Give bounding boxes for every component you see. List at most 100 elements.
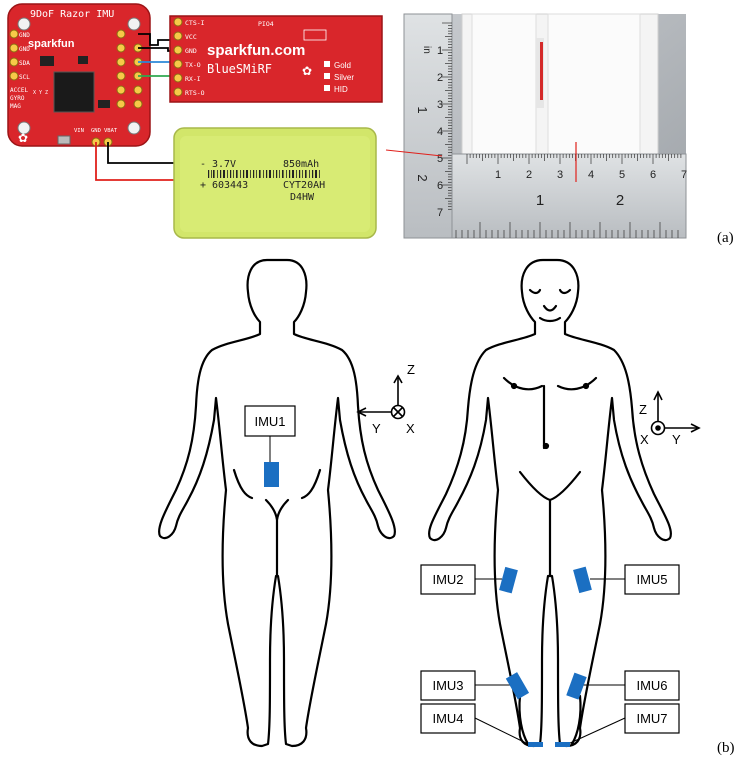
battery-sign: - xyxy=(200,159,206,170)
imu-board-brand: sparkfun xyxy=(28,38,75,50)
imu-board: 9DoF Razor IMU sparkfun GND GND SDA SCL xyxy=(7,3,151,147)
ruler-cm-label: 1 xyxy=(495,169,501,181)
battery-code: CYT20AH xyxy=(283,180,325,191)
bt-brand: sparkfun.com xyxy=(207,42,305,59)
axis-mark: Z xyxy=(45,90,48,96)
ruler-inch-label: 2 xyxy=(415,174,430,181)
ruler-cm-label: 1 xyxy=(437,45,443,57)
mcu-chip xyxy=(53,71,95,113)
imu-right-header xyxy=(116,29,143,109)
back-axis-x: X xyxy=(406,421,415,436)
sensor-label: ACCEL xyxy=(10,87,28,94)
wires-imu-battery xyxy=(95,142,176,181)
bt-option: Silver xyxy=(334,73,354,82)
imu-pin-label: SDA xyxy=(19,60,30,67)
ruler-cm-label: 3 xyxy=(437,99,443,111)
ruler-cm-label: 2 xyxy=(437,72,443,84)
bt-pin-label: VCC xyxy=(185,33,197,41)
bt-pin-label: CTS-I xyxy=(185,19,205,27)
ruler-cm-label: 4 xyxy=(437,126,443,138)
battery-model: 603443 xyxy=(212,180,248,191)
bt-pin-label: GND xyxy=(185,47,197,55)
ruler-inch-label: 1 xyxy=(415,106,430,113)
bt-pin-label: RX-I xyxy=(185,75,201,83)
imu3-marker: IMU3 xyxy=(420,670,530,701)
imu-sensor-block xyxy=(499,566,518,594)
imu2-marker: IMU2 xyxy=(420,564,518,595)
barcode xyxy=(208,170,320,178)
pio-label: PIO4 xyxy=(258,20,274,28)
imu5-marker: IMU5 xyxy=(573,564,680,595)
front-axes xyxy=(650,390,701,436)
axis-mark: Y xyxy=(39,90,42,96)
bt-product: BlueSMiRF xyxy=(207,62,272,76)
back-axis-z: Z xyxy=(407,362,415,377)
bt-pin-label: RTS-O xyxy=(185,89,205,97)
battery-sign: + xyxy=(200,180,206,191)
imu-board-title: 9DoF Razor IMU xyxy=(30,9,114,20)
ruler-inch-label: 1 xyxy=(536,192,544,209)
battery-batch: D4HW xyxy=(290,192,315,203)
ruler-cm-label: 6 xyxy=(650,169,656,181)
ruler-cm-label: 7 xyxy=(681,169,687,181)
ruler-cm-label: 6 xyxy=(437,180,443,192)
imu-left-pins: GND GND SDA SCL xyxy=(9,29,30,81)
imu-sensor-block xyxy=(573,566,592,594)
imu-pin-label: GND xyxy=(19,46,30,53)
ruler-cm-label: 7 xyxy=(437,207,443,219)
imu-pin-label: GND xyxy=(19,32,30,39)
ruler-cm-label: 4 xyxy=(588,169,594,181)
bt-option: Gold xyxy=(334,61,351,70)
body-back-view xyxy=(158,258,396,748)
battery-voltage: 3.7V xyxy=(212,159,236,170)
battery-pack: - 3.7V 850mAh + 603443 CYT20AH D4HW xyxy=(173,127,377,239)
ruler-cm-label: 5 xyxy=(619,169,625,181)
imu4-marker: IMU4 xyxy=(420,703,543,747)
ruler-inch-label: 2 xyxy=(616,192,624,209)
ruler-cm-label: 3 xyxy=(557,169,563,181)
ruler-unit: in xyxy=(421,46,432,54)
bottom-pin-label: GND xyxy=(91,128,101,134)
bt-pin-label: TX-O xyxy=(185,61,201,69)
sensor-label: GYRO xyxy=(10,95,25,102)
imu-label: IMU6 xyxy=(636,678,667,693)
imu-sensor-block xyxy=(505,672,530,700)
imu6-marker: IMU6 xyxy=(566,670,680,701)
panel-label-b: (b) xyxy=(717,740,735,756)
imu7-marker: IMU7 xyxy=(555,703,680,747)
imu-label: IMU1 xyxy=(254,414,285,429)
battery-capacity: 850mAh xyxy=(283,159,319,170)
ruler-cm-label: 2 xyxy=(526,169,532,181)
sensor-label: MAG xyxy=(10,103,21,110)
imu-pin-label: SCL xyxy=(19,74,30,81)
body-front-view xyxy=(428,258,672,748)
imu-label: IMU7 xyxy=(636,711,667,726)
front-axis-y: Y xyxy=(672,432,681,447)
imu-sensor-block xyxy=(264,462,279,487)
imu-sensor-block xyxy=(528,742,543,747)
vertical-ruler-ticks xyxy=(442,22,452,210)
panel-label-a: (a) xyxy=(717,230,734,246)
bottom-pin-label: VBAT xyxy=(104,128,118,134)
flame-logo-icon: ✿ xyxy=(18,131,28,145)
front-axis-z: Z xyxy=(639,402,647,417)
back-axes xyxy=(356,374,406,420)
gear-logo-icon: ✿ xyxy=(302,64,312,78)
back-axis-y: Y xyxy=(372,421,381,436)
bottom-pin-label: VIN xyxy=(74,128,84,134)
imu-label: IMU2 xyxy=(432,572,463,587)
imu-label: IMU4 xyxy=(432,711,463,726)
imu-label: IMU3 xyxy=(432,678,463,693)
bluetooth-board: CTS-I VCC GND TX-O RX-I RTS-O PIO4 spark… xyxy=(18,15,383,145)
horizontal-ruler-ticks xyxy=(455,154,682,238)
imu-sensor-block xyxy=(555,742,570,747)
imu-label: IMU5 xyxy=(636,572,667,587)
bt-option: HID xyxy=(334,85,348,94)
imu-sensor-block xyxy=(566,672,587,700)
axis-mark: X xyxy=(33,90,36,96)
imu1-marker: IMU1 xyxy=(244,405,296,487)
